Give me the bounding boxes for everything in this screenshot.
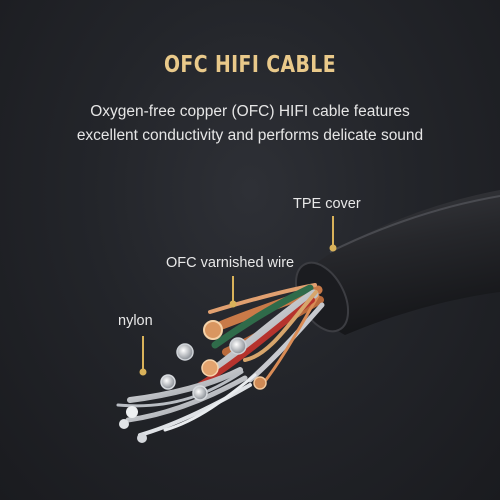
page-title: OFC HIFI CABLE — [163, 52, 337, 78]
ofc-wire-label: OFC varnished wire — [166, 255, 295, 271]
callout-lines — [139, 216, 337, 376]
description-line-2: excellent conductivity and performs deli… — [76, 127, 424, 144]
tpe-cover-label: TPE cover — [293, 196, 361, 212]
product-description: Oxygen-free copper (OFC) HIFI cable feat… — [0, 100, 500, 148]
tpe-leader-dot — [329, 244, 337, 252]
description-line-1: Oxygen-free copper (OFC) HIFI cable feat… — [90, 103, 410, 120]
wire-bundle — [116, 283, 325, 437]
nylon-leader-dot — [139, 368, 147, 376]
wire-tips — [119, 320, 267, 443]
nylon-label: nylon — [118, 313, 153, 329]
tpe-jacket — [294, 190, 500, 335]
ofc-leader-dot — [229, 300, 237, 308]
